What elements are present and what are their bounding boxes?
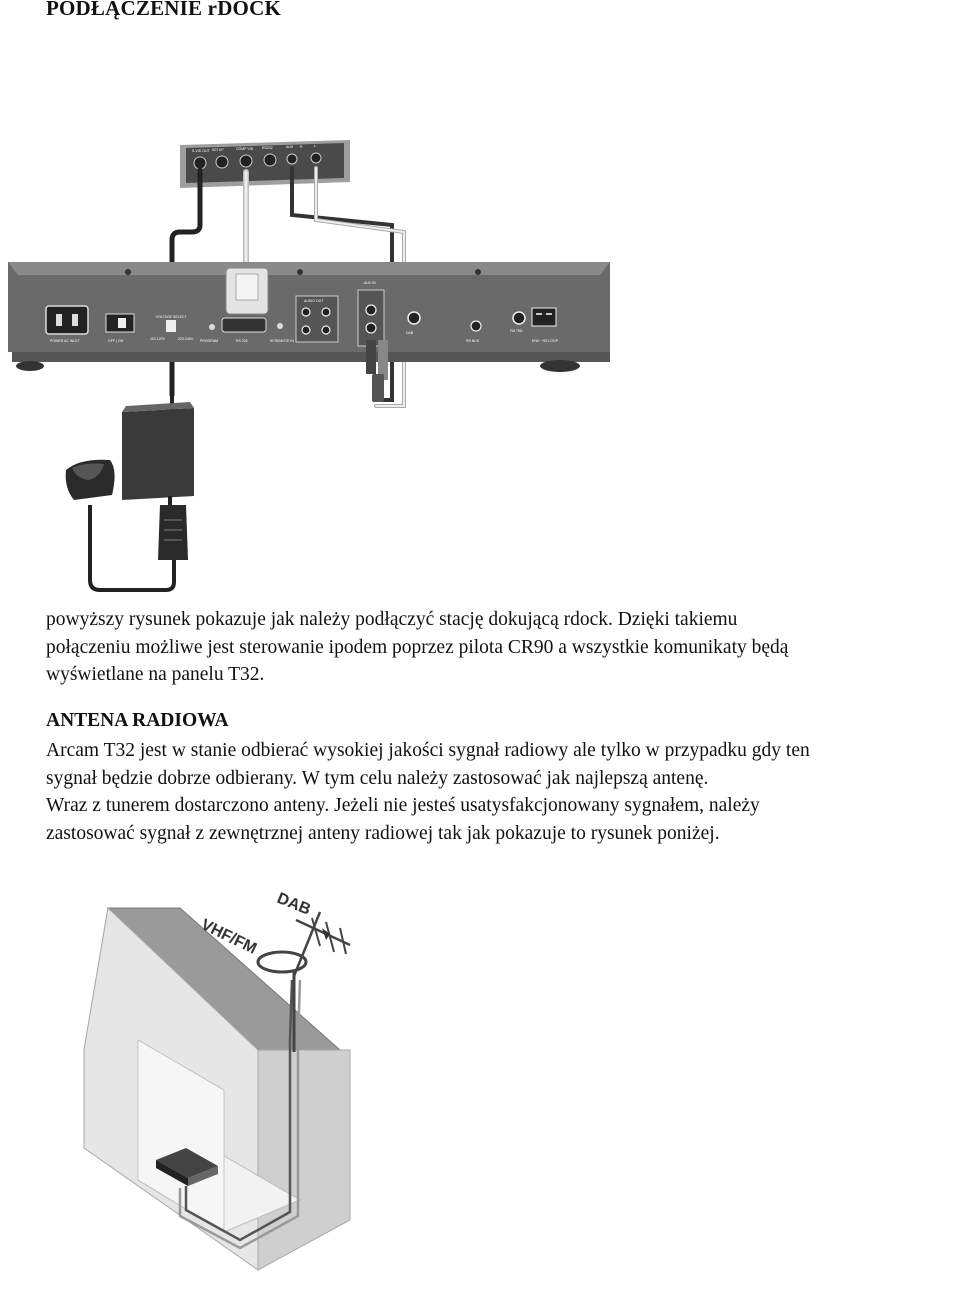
panel-label: AUDIO OUT — [304, 299, 324, 303]
label-dab: DAB — [275, 890, 314, 919]
dock-label: R — [300, 145, 303, 149]
panel-label: RS BUS — [466, 339, 480, 343]
rs232-plug — [225, 267, 269, 315]
paragraph-line: powyższy rysunek pokazuje jak należy pod… — [46, 609, 738, 630]
panel-label: 110-120V — [150, 337, 166, 341]
mains-plug — [65, 459, 176, 592]
antenna-cable — [178, 979, 302, 1250]
rear-panel: POWER AC INLET OFF | ON VOLTAGE SELECT 1… — [8, 262, 610, 372]
panel-label: PROGRAM — [200, 339, 218, 343]
dock-label: COMP VID — [236, 147, 254, 151]
panel-label: POWER AC INLET — [50, 339, 81, 343]
paragraph-line: sygnał będzie dobrze odbierany. W tym ce… — [46, 767, 709, 789]
house-antenna-diagram: DAB VHF/FM — [83, 890, 351, 1271]
dock-label: RS232 — [262, 146, 273, 150]
antenna-mast — [256, 911, 351, 1052]
dock-cables — [169, 166, 406, 408]
paragraph-line: połączeniu możliwe jest sterowanie ipode… — [46, 636, 789, 658]
panel-label: IR REMOTE IN — [270, 339, 294, 343]
panel-label: OFF | ON — [108, 339, 124, 343]
section-heading-antenna: ANTENA RADIOWA — [46, 710, 229, 731]
rdock-unit: S-VID OUT SETUP COMP VID RS232 AUX R L — [180, 140, 350, 188]
paragraph-antenna: Arcam T32 jest w stanie odbierać wysokie… — [46, 737, 960, 847]
rdock-connection-diagram: S-VID OUT SETUP COMP VID RS232 AUX R L P… — [8, 140, 610, 592]
paragraph-line: zastosować sygnał z zewnętrznej anteny r… — [46, 822, 720, 844]
tuner-unit — [156, 1148, 218, 1186]
paragraph-line: wyświetlane na panelu T32. — [46, 664, 265, 685]
power-supply — [122, 395, 194, 560]
dock-label: SETUP — [212, 148, 224, 152]
panel-label: END · RS LOOP — [532, 339, 559, 343]
aux-plugs — [366, 340, 388, 402]
dock-label: AUX — [286, 145, 294, 149]
dock-label: L — [314, 144, 316, 148]
paragraph-rdock: powyższy rysunek pokazuje jak należy pod… — [46, 606, 960, 689]
paragraph-line: Arcam T32 jest w stanie odbierać wysokie… — [46, 740, 810, 761]
panel-label: AUX IN — [364, 281, 376, 285]
paragraph-line: Wraz z tunerem dostarczono anteny. Jeżel… — [46, 795, 760, 816]
panel-label: VOLTAGE SELECT — [156, 315, 187, 319]
panel-label: FM 75Ω — [510, 329, 523, 333]
panel-label: RS 232 — [236, 339, 248, 343]
panel-label: DAB — [406, 331, 414, 335]
panel-label: 220-240V — [178, 337, 194, 341]
page-heading: PODŁĄCZENIE rDOCK — [46, 0, 281, 20]
dock-label: S-VID OUT — [192, 149, 211, 153]
house — [83, 906, 351, 1271]
